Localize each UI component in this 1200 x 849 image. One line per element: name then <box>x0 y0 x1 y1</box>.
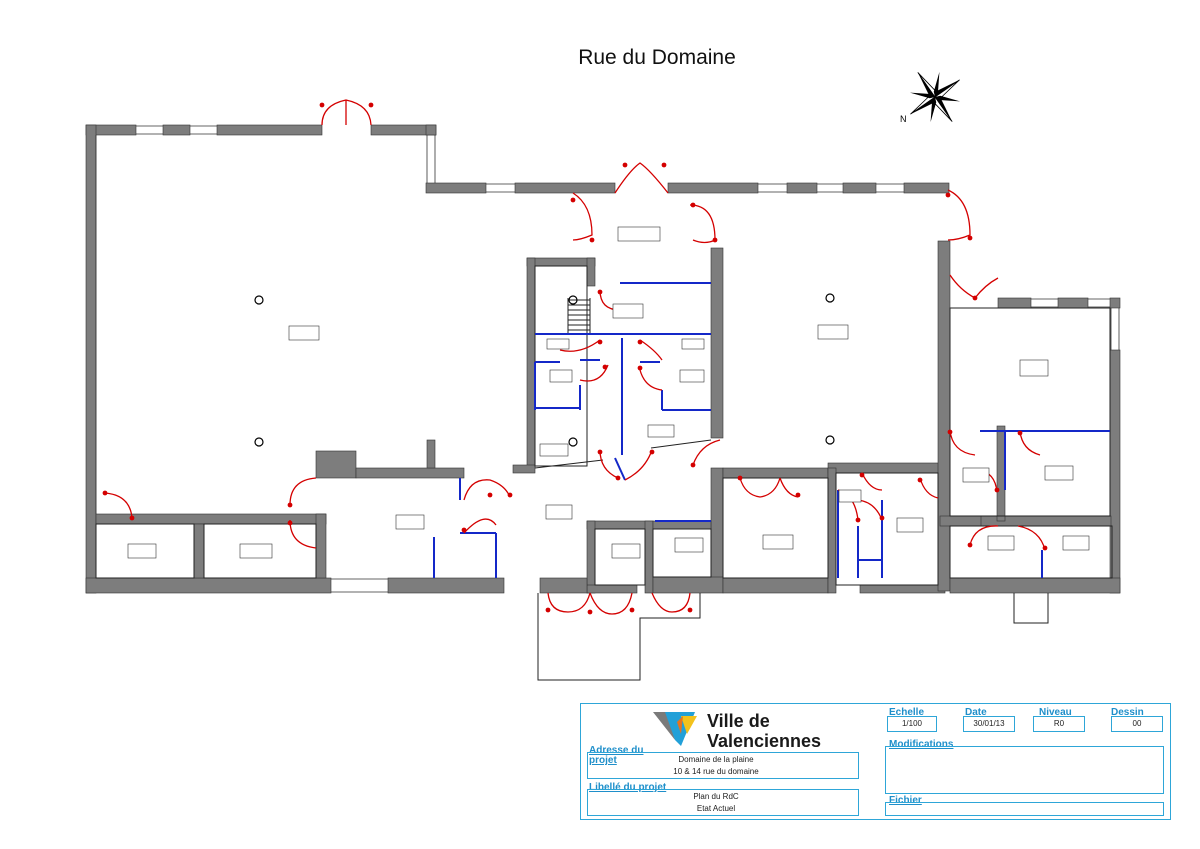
compass-north-label: N <box>900 114 907 124</box>
room-tags <box>127 226 1090 559</box>
ceiling-lights <box>254 293 835 447</box>
title-block: Ville de Valenciennes Adresse du projet … <box>580 703 1171 820</box>
adresse-box <box>587 752 859 779</box>
date-box <box>963 716 1015 732</box>
windows <box>95 125 1120 593</box>
libelle-label: Libellé du projet <box>589 782 667 793</box>
city-name: Ville de Valenciennes <box>707 711 821 751</box>
partitions <box>433 282 1110 578</box>
dessin-box <box>1111 716 1163 732</box>
dessin-label: Dessin <box>1111 707 1144 718</box>
street-name: Rue du Domaine <box>578 46 736 69</box>
exterior-walls <box>85 124 1121 594</box>
valenciennes-logo-icon <box>653 712 697 746</box>
dessin-value: 00 <box>1132 719 1142 728</box>
niveau-value: R0 <box>1053 719 1065 728</box>
room-outlines <box>95 265 1113 681</box>
niveau-label: Niveau <box>1039 707 1072 718</box>
echelle-box <box>887 716 937 732</box>
fichier-box <box>885 802 1164 816</box>
adresse-line1: Domaine de la plaine <box>678 755 754 764</box>
libelle-line2: Etat Actuel <box>696 804 736 813</box>
modifications-label: Modifications <box>889 739 954 750</box>
doors <box>104 99 1046 615</box>
city-name-line2: Valenciennes <box>707 731 822 751</box>
adresse-line2: 10 & 14 rue du domaine <box>673 767 759 776</box>
libelle-line1: Plan du RdC <box>693 792 739 801</box>
libelle-box <box>587 789 859 816</box>
niveau-box <box>1033 716 1085 732</box>
city-name-line1: Ville de <box>707 711 770 731</box>
echelle-value: 1/100 <box>901 719 923 728</box>
echelle-label: Echelle <box>889 707 925 718</box>
compass-rose-icon <box>909 71 961 123</box>
modifications-box <box>885 746 1164 794</box>
adresse-label: Adresse du projet <box>589 745 644 766</box>
door-hinges <box>102 102 1048 615</box>
date-label: Date <box>965 707 987 718</box>
date-value: 30/01/13 <box>973 719 1005 728</box>
fichier-label: Fichier <box>889 795 922 806</box>
